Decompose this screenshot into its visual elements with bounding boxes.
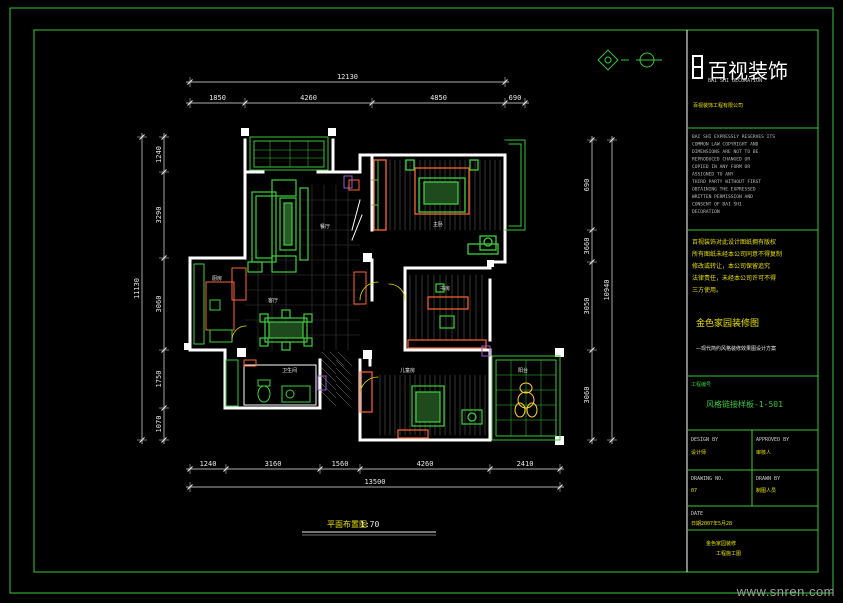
dim-bottom: 4260 bbox=[417, 460, 434, 468]
note-line: 所有图纸未经本公司同意不得复制 bbox=[692, 250, 782, 258]
dim-right-total: 10940 bbox=[603, 279, 611, 300]
note-line: 修改或转让，本公司保留追究 bbox=[692, 262, 770, 270]
room-label-dining: 餐厅 bbox=[320, 223, 330, 230]
chinese-notes: 百视装饰对此设计图纸拥有版权所有图纸未经本公司同意不得复制修改或转让，本公司保留… bbox=[692, 238, 782, 294]
room-label-living: 客厅 bbox=[268, 297, 278, 304]
dim-left: 1070 bbox=[155, 416, 163, 433]
plan-title-text: 平面布置图 bbox=[327, 519, 367, 529]
copyright-line: DECORATION bbox=[692, 209, 720, 215]
copyright-notice: BAI SHI EXPRESSLY RESERVES ITS COMMON LAW… bbox=[692, 134, 775, 215]
approved-by-value: 审核人 bbox=[756, 449, 771, 456]
pillar bbox=[363, 253, 372, 262]
room-label-kitchen: 厨房 bbox=[212, 275, 222, 282]
company-tagline: 百视装饰工程有限公司 bbox=[693, 102, 743, 109]
dimension-lines: 12130 1850 4260 4850 690 1240 3160 1560 4260 2410… bbox=[133, 73, 617, 492]
date-label: DATE bbox=[691, 511, 703, 517]
pillar bbox=[328, 128, 336, 136]
pillar bbox=[363, 350, 372, 359]
dim-left: 3060 bbox=[155, 296, 163, 313]
compass-icon bbox=[597, 49, 662, 71]
company-name: 百视装饰 bbox=[708, 59, 788, 83]
copyright-line: REPRODUCED CHANGED OR bbox=[692, 157, 750, 163]
dim-right: 3060 bbox=[583, 387, 591, 404]
dim-bottom-total: 13500 bbox=[364, 478, 385, 486]
dim-left: 3290 bbox=[155, 207, 163, 224]
copyright-line: CONSENT OF BAI SHI bbox=[692, 202, 742, 208]
plan-title: 平面布置图 1:70 bbox=[302, 519, 436, 536]
project-subtitle: —现代简约风格装修效果图设计方案 bbox=[696, 345, 776, 352]
room-label-bed3: 儿童房 bbox=[400, 367, 415, 374]
design-by-value: 设计师 bbox=[691, 449, 706, 456]
dim-bottom: 3160 bbox=[265, 460, 282, 468]
dim-left: 1750 bbox=[155, 371, 163, 388]
child-bedroom-furniture bbox=[359, 371, 483, 439]
drawing-no: 风格链接样板-1-501 bbox=[706, 399, 783, 409]
drawn-by-value: 制图人员 bbox=[756, 487, 776, 494]
copyright-line: BAI SHI EXPRESSLY RESERVES ITS bbox=[692, 134, 775, 140]
project-name: 金色家园装修图 bbox=[696, 317, 759, 329]
copyright-line: COMMON LAW COPYRIGHT AND bbox=[692, 142, 759, 148]
copyright-line: DIMENSIONS ARE NOT TO BE bbox=[692, 149, 759, 155]
drawing-label: DRAWING NO. bbox=[691, 476, 724, 482]
dim-bottom: 2410 bbox=[517, 460, 534, 468]
copyright-line: COPIED IN ANY FORM OR bbox=[692, 164, 750, 170]
plan-scale: 1:70 bbox=[360, 520, 379, 529]
dim-bottom: 1560 bbox=[332, 460, 349, 468]
note-line: 三方使用。 bbox=[692, 286, 722, 294]
note-line: 法律责任，未经本公司许可不得 bbox=[692, 274, 776, 282]
copyright-line: WRITTEN PERMISSION AND bbox=[692, 194, 753, 200]
company-subname: BAI SHI DECORATION bbox=[708, 78, 762, 84]
drawn-by-label: DRAWN BY bbox=[756, 476, 780, 482]
dining-furniture bbox=[259, 309, 313, 351]
master-bedroom-furniture bbox=[373, 159, 499, 255]
footer-line-2: 工程施工图 bbox=[716, 550, 741, 557]
drawing-value: 07 bbox=[691, 488, 697, 494]
title-block: 百视装饰 BAI SHI DECORATION 百视装饰工程有限公司 BAI S… bbox=[686, 30, 818, 572]
bathroom-fixtures bbox=[243, 359, 317, 406]
design-by-label: DESIGN BY bbox=[691, 437, 718, 443]
dim-left-total: 11130 bbox=[133, 278, 141, 299]
balcony-table bbox=[514, 382, 538, 418]
kitchen-furniture bbox=[193, 263, 247, 345]
footer-line-1: 金色家园装修 bbox=[706, 540, 736, 547]
dim-top-total: 12130 bbox=[337, 73, 358, 81]
drawing-no-label: 工程编号 bbox=[691, 381, 711, 388]
inner-frame bbox=[33, 29, 819, 573]
dim-right: 3660 bbox=[583, 238, 591, 255]
pillar bbox=[555, 348, 564, 357]
dim-top: 4260 bbox=[300, 94, 317, 102]
approved-by-label: APPROVED BY bbox=[756, 437, 789, 443]
pillar bbox=[237, 348, 246, 357]
copyright-line: OBTAINING THE EXPRESSED bbox=[692, 187, 756, 193]
note-line: 百视装饰对此设计图纸拥有版权 bbox=[692, 238, 776, 246]
watermark: www.snren.com bbox=[736, 584, 835, 599]
outer-frame bbox=[9, 7, 834, 594]
room-label-bath: 卫生间 bbox=[282, 367, 297, 374]
dim-right: 690 bbox=[583, 179, 591, 192]
pillar bbox=[487, 260, 494, 267]
dim-bottom: 1240 bbox=[200, 460, 217, 468]
copyright-line: ASSIGNED TO ANY bbox=[692, 172, 734, 178]
floor-plan: 客厅 餐厅 厨房 卫生间 主卧 书房 儿童房 阳台 bbox=[184, 128, 564, 445]
room-label-balcony: 阳台 bbox=[518, 367, 528, 374]
date-value: 日期2007年5月28 bbox=[691, 520, 732, 527]
dim-top: 1850 bbox=[209, 94, 226, 102]
dim-top: 4850 bbox=[430, 94, 447, 102]
living-room-furniture bbox=[247, 179, 309, 273]
copyright-line: THIRD PARTY WITHOUT FIRST bbox=[692, 179, 761, 185]
room-label-bed2: 书房 bbox=[440, 285, 450, 292]
dim-left: 1240 bbox=[155, 146, 163, 163]
pillar bbox=[184, 343, 191, 350]
pillar bbox=[241, 128, 249, 136]
study-furniture bbox=[407, 283, 487, 349]
dim-right: 3050 bbox=[583, 298, 591, 315]
dim-top: 690 bbox=[509, 94, 522, 102]
room-label-bed1: 主卧 bbox=[433, 221, 443, 228]
